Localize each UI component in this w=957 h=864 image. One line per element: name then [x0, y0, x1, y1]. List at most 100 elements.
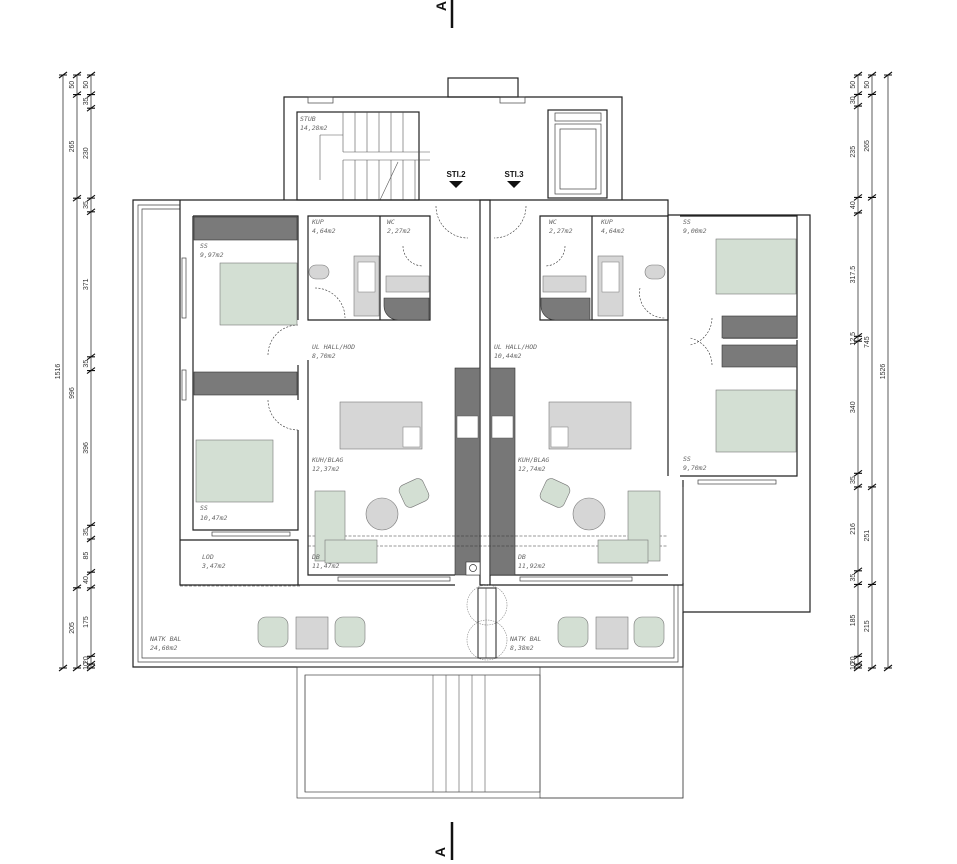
dimension-tick	[853, 71, 863, 79]
dimension-value: 396	[83, 442, 90, 454]
room-area: 11,47m2	[312, 562, 339, 570]
dimension-value: 317.5	[850, 266, 857, 284]
room-area: 4,64m2	[312, 227, 336, 235]
sink	[385, 275, 430, 293]
room-name: DB	[311, 553, 320, 561]
room-area: 9,00m2	[683, 227, 707, 235]
dimension-value: 12.5	[850, 332, 857, 346]
dimension-chain-right-total: 1526	[880, 71, 893, 672]
side-table	[295, 616, 329, 650]
section-marker-top: A	[433, 0, 454, 28]
terrace-border	[132, 199, 684, 668]
sink	[542, 275, 587, 293]
room-name-stub: STUB	[300, 115, 316, 123]
bed	[715, 389, 797, 453]
dimension-value: 35	[83, 360, 90, 368]
dimension-value: 35	[850, 476, 857, 484]
plant	[466, 619, 508, 661]
room-area: 12,74m2	[518, 465, 545, 473]
dimension-tick	[853, 209, 863, 217]
room-name: NATK BAL	[149, 635, 181, 643]
room-area: 10,44m2	[494, 352, 521, 360]
armchair	[633, 616, 665, 648]
dimension-tick	[86, 208, 96, 216]
down-arrow-icon	[449, 181, 463, 188]
dimension-tick	[853, 332, 863, 340]
room-name: UL HALL/HOD	[312, 343, 355, 351]
furniture	[193, 216, 798, 661]
dimension-tick	[853, 652, 863, 660]
stair-label-left: STI.2	[446, 170, 466, 179]
dimension-value: 30	[850, 96, 857, 104]
armchair	[334, 616, 366, 648]
dimension-value: 20	[83, 656, 90, 664]
dimension-tick	[86, 367, 96, 374]
dimension-tick	[867, 483, 877, 491]
dining-table	[339, 401, 423, 450]
sofa	[597, 539, 649, 564]
dimension-value: 265	[864, 140, 871, 152]
coffee-table	[572, 497, 606, 531]
dimension-value: 10	[83, 662, 90, 670]
room-name: KUP	[600, 218, 613, 226]
dimension-value: 251	[864, 530, 871, 542]
building-walls	[179, 199, 811, 613]
room-area: 3,47m2	[201, 562, 226, 570]
dimension-value: 35	[850, 574, 857, 582]
room-name: KUH/BLAG	[517, 456, 549, 464]
dimension-value: 10	[850, 662, 857, 670]
plant	[466, 584, 508, 626]
dimension-value: 235	[850, 146, 857, 158]
dimension-tick	[853, 664, 863, 672]
armchair	[257, 616, 289, 648]
dimension-tick	[86, 660, 96, 668]
room-name: SS	[200, 504, 208, 512]
wardrobe	[721, 315, 798, 339]
room-area-stub: 14,28m2	[300, 124, 327, 132]
dimension-value: 35	[83, 97, 90, 105]
dimension-tick	[853, 193, 863, 201]
dimension-tick	[853, 469, 863, 477]
dimension-tick	[58, 664, 68, 672]
dimension-value: 265	[69, 140, 76, 152]
armchair	[539, 478, 571, 508]
dimension-tick	[853, 337, 863, 345]
dimension-tick	[853, 581, 863, 588]
room-area: 4,64m2	[601, 227, 625, 235]
dimension-tick	[867, 581, 877, 588]
dimension-tick	[58, 71, 68, 79]
dimension-value: 175	[83, 616, 90, 628]
room-area: 10,47m2	[200, 514, 227, 522]
dimension-value: 40	[850, 201, 857, 209]
dimension-tick	[86, 104, 96, 112]
dimension-tick	[853, 102, 863, 110]
dimension-tick	[86, 664, 96, 672]
down-arrow-icon	[507, 181, 521, 188]
dimension-tick	[72, 194, 82, 202]
dimension-tick	[867, 664, 877, 672]
dimension-tick	[86, 652, 96, 660]
section-label-top: A	[433, 1, 449, 11]
dimension-value: 20	[850, 656, 857, 664]
section-label-bottom: A	[432, 847, 448, 857]
dimension-value: 50	[83, 81, 90, 89]
dimension-value: 205	[69, 622, 76, 634]
room-name: DB	[517, 553, 526, 561]
dimension-tick	[853, 567, 863, 575]
dimension-tick	[86, 535, 96, 543]
toilet	[644, 264, 666, 280]
dimension-tick	[72, 664, 82, 672]
sofa	[324, 539, 378, 564]
room-labels: STUB 14,28m2 SS 9,97m2 KUP 4,64m2 WC 2,2…	[149, 115, 707, 652]
wardrobe	[721, 344, 798, 368]
dimension-value: 35	[83, 528, 90, 536]
room-name: SS	[200, 242, 208, 250]
dimension-tick	[72, 584, 82, 592]
dimension-value: 340	[850, 401, 857, 413]
dimension-tick	[86, 584, 96, 592]
dimension-tick	[883, 664, 893, 672]
bed	[219, 262, 298, 326]
